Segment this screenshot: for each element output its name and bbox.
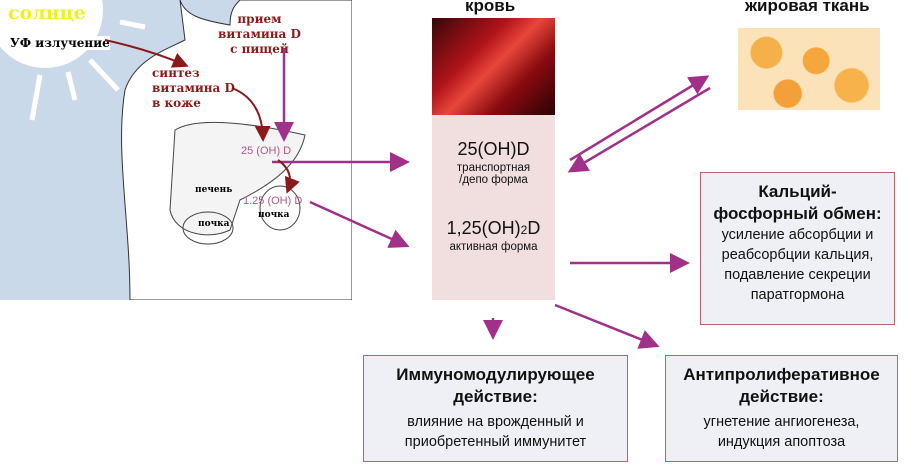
blood-vessel-image xyxy=(432,18,555,115)
kidney-label-right: почка xyxy=(258,210,290,220)
arrow-fat-blood xyxy=(567,86,711,173)
calcium-box: Кальций-фосфорный обмен: усиление абсорб… xyxy=(700,172,895,325)
kidney-label-left: почка xyxy=(198,219,230,229)
form-125ohd: 1,25(OH)2D xyxy=(446,218,541,238)
arrow-kidney-blood xyxy=(309,200,410,248)
arrow-uv xyxy=(104,39,189,68)
form-25ohd-desc: транспортная xyxy=(456,162,531,174)
body-illustration xyxy=(0,0,352,300)
liver-label: печень xyxy=(195,185,233,195)
arrow-synth xyxy=(231,87,271,142)
form-25ohd-desc2: /депо форма xyxy=(459,174,528,186)
kidney-metabolite: 1.25 (OH) D xyxy=(243,195,303,207)
arrow-antiprolif xyxy=(554,303,660,349)
form-25ohd: 25(OH)D xyxy=(457,139,530,159)
fat-title: жировая ткань xyxy=(745,0,870,15)
liver-metabolite: 25 (OH) D xyxy=(241,145,292,157)
blood-forms-box: 25(OH)D транспортная /депо форма 1,25(OH… xyxy=(432,115,555,300)
uv-label: УФ излучение xyxy=(10,36,110,50)
arrow-liver-kidney xyxy=(277,159,300,194)
fat-tissue-image xyxy=(738,28,880,110)
sun-label: солнце xyxy=(8,2,86,24)
arrow-blood-fat xyxy=(569,75,710,162)
form-125ohd-desc: активная форма xyxy=(449,241,538,253)
body-outline xyxy=(0,0,352,300)
blood-title: кровь xyxy=(465,0,516,15)
